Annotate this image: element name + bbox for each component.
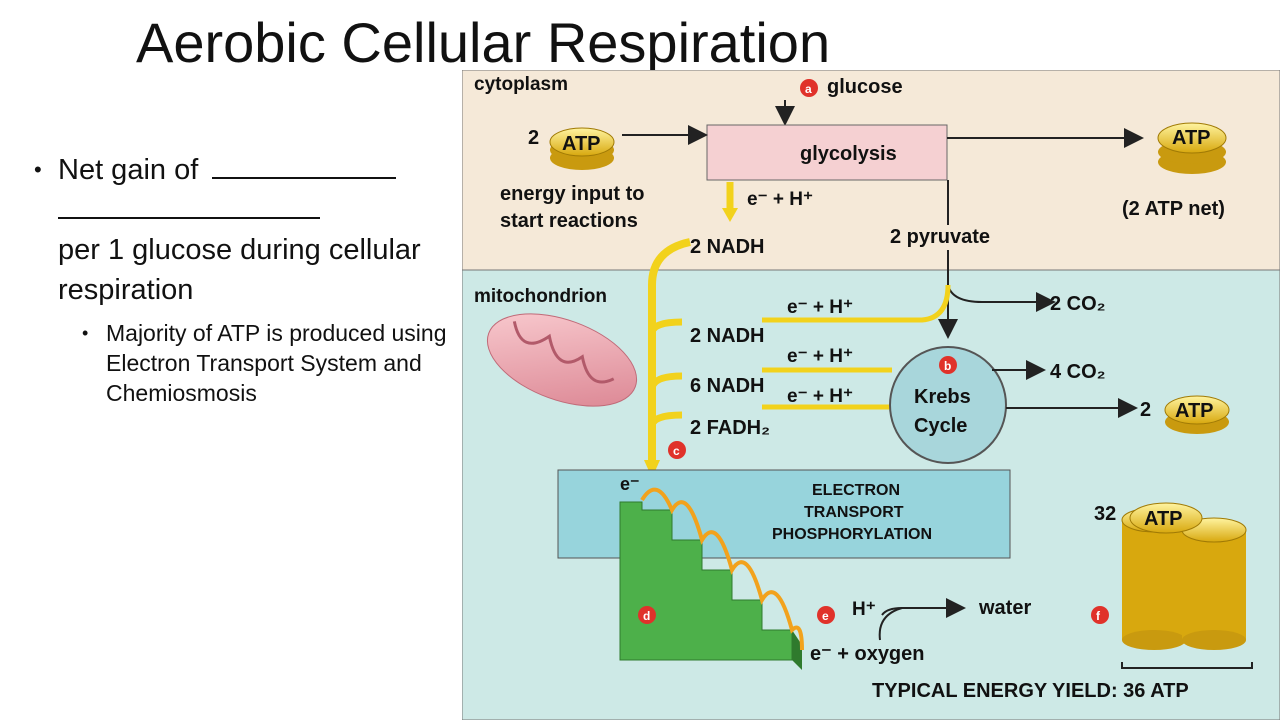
svg-text:c: c bbox=[673, 444, 680, 458]
energy-input-line-1: energy input to bbox=[500, 183, 644, 205]
atp-krebs-count: 2 bbox=[1140, 399, 1151, 421]
krebs-label-2: Cycle bbox=[914, 415, 967, 437]
marker-b bbox=[939, 356, 957, 374]
blank-line-1 bbox=[212, 157, 397, 179]
atp-krebs-coin: ATP bbox=[1164, 395, 1230, 434]
svg-text:ATP: ATP bbox=[1175, 400, 1214, 422]
svg-text:ATP: ATP bbox=[562, 133, 601, 155]
mitochondrion-illustration bbox=[486, 313, 638, 407]
nadh-2-glycolysis: 2 NADH bbox=[690, 236, 764, 258]
etp-e-minus: e⁻ bbox=[620, 474, 640, 494]
atp-input-coin: ATP bbox=[549, 127, 615, 170]
etp-label-3: PHOSPHORYLATION bbox=[772, 526, 932, 543]
bullet-net-gain: Net gain of per 1 glucose during cellula… bbox=[34, 150, 474, 310]
fadh2: 2 FADH₂ bbox=[690, 417, 770, 439]
energy-input-line-2: start reactions bbox=[500, 210, 638, 232]
glycolysis-box bbox=[706, 124, 948, 181]
pyruvate-label: 2 pyruvate bbox=[890, 226, 990, 248]
svg-text:e: e bbox=[822, 609, 829, 623]
atp-output-coins: ATP bbox=[1157, 122, 1227, 174]
glucose-label: glucose bbox=[827, 76, 903, 98]
etp-label-1: ELECTRON bbox=[812, 482, 900, 499]
marker-e bbox=[817, 606, 835, 624]
two-atp-net-label: (2 ATP net) bbox=[1122, 198, 1225, 220]
co2-2-label: 2 CO₂ bbox=[1050, 293, 1106, 315]
water-label: water bbox=[978, 597, 1031, 619]
electron-stairs bbox=[619, 487, 804, 670]
svg-text:d: d bbox=[643, 609, 650, 623]
marker-a bbox=[800, 79, 818, 97]
h-plus-label: H⁺ bbox=[852, 599, 876, 620]
glycolysis-e-h: e⁻ + H⁺ bbox=[747, 189, 813, 210]
marker-d bbox=[638, 606, 656, 624]
nadh-6: 6 NADH bbox=[690, 375, 764, 397]
bullet-net-gain-suffix: per 1 glucose during cellular respiratio… bbox=[58, 234, 421, 306]
nadh-2-mito: 2 NADH bbox=[690, 325, 764, 347]
bullet-net-gain-prefix: Net gain of bbox=[58, 154, 199, 186]
blank-line-2 bbox=[58, 197, 320, 219]
marker-c bbox=[668, 441, 686, 459]
atp-input-count: 2 bbox=[528, 127, 539, 149]
svg-text:f: f bbox=[1096, 609, 1101, 623]
atp-32-count: 32 bbox=[1094, 503, 1116, 525]
mitochondrion-label: mitochondrion bbox=[474, 286, 607, 307]
krebs-label-1: Krebs bbox=[914, 386, 971, 408]
marker-f bbox=[1091, 606, 1109, 624]
krebs-cycle-circle bbox=[889, 346, 1007, 464]
e-h-label-2: e⁻ + H⁺ bbox=[787, 346, 853, 367]
cytoplasm-label: cytoplasm bbox=[474, 74, 568, 95]
atp-32-coin-stack: ATP bbox=[1121, 502, 1247, 650]
marker-a-label: a bbox=[805, 82, 812, 96]
e-h-label-3: e⁻ + H⁺ bbox=[787, 386, 853, 407]
respiration-diagram: cytoplasm mitochondrion a glucose glycol… bbox=[461, 69, 1280, 721]
glycolysis-label: glycolysis bbox=[800, 143, 897, 165]
svg-text:ATP: ATP bbox=[1172, 127, 1211, 149]
e-oxygen-label: e⁻ + oxygen bbox=[810, 643, 925, 665]
etp-label-2: TRANSPORT bbox=[804, 504, 904, 521]
svg-text:ATP: ATP bbox=[1144, 508, 1183, 530]
co2-4-label: 4 CO₂ bbox=[1050, 361, 1106, 383]
bullet-majority-atp: Majority of ATP is produced using Electr… bbox=[82, 318, 474, 408]
e-h-label-1: e⁻ + H⁺ bbox=[787, 297, 853, 318]
svg-text:b: b bbox=[944, 359, 951, 373]
bullet-list: Net gain of per 1 glucose during cellula… bbox=[34, 150, 474, 408]
slide-title: Aerobic Cellular Respiration bbox=[136, 11, 831, 74]
typical-energy-yield: TYPICAL ENERGY YIELD: 36 ATP bbox=[872, 680, 1189, 702]
